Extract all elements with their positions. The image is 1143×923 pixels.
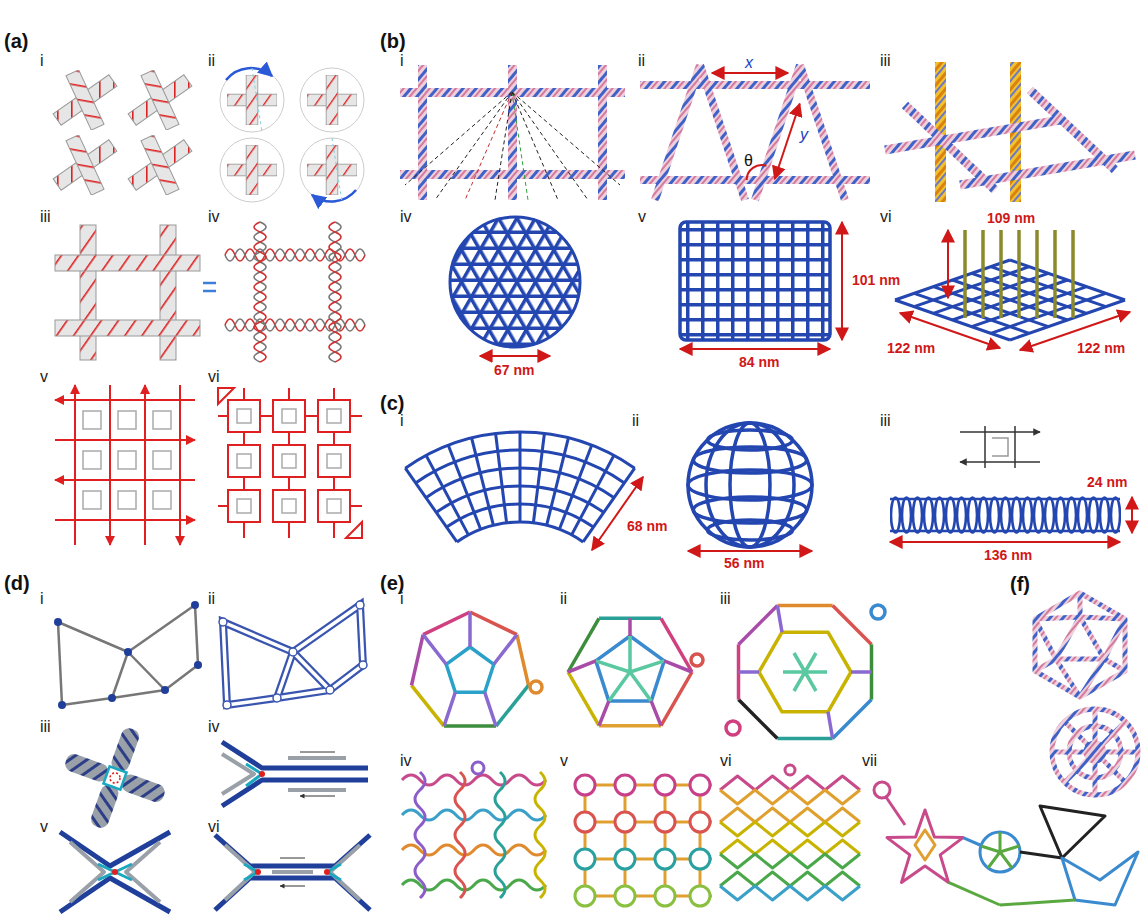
square-mesh bbox=[680, 222, 842, 349]
freeform-mesh bbox=[874, 782, 1138, 905]
tube-lattice bbox=[55, 225, 200, 360]
subpanel-numeral: v bbox=[40, 368, 48, 386]
panel-letter: (c) bbox=[380, 392, 404, 415]
curved-mesh bbox=[405, 432, 634, 542]
subpanel-numeral: iii bbox=[880, 52, 891, 70]
angle-label: θ bbox=[744, 152, 753, 170]
dimension-label: 68 nm bbox=[625, 518, 669, 534]
four-way-strands bbox=[60, 832, 170, 912]
dna-helix-square bbox=[225, 222, 365, 362]
panel-letter: (a) bbox=[4, 30, 28, 53]
subpanel-numeral: vii bbox=[862, 752, 877, 770]
diamond-lattice bbox=[720, 765, 860, 900]
subpanel-numeral: ii bbox=[632, 412, 639, 430]
subpanel-numeral: ii bbox=[208, 52, 215, 70]
helix-crossovers bbox=[53, 70, 192, 195]
icosahedron bbox=[1035, 593, 1125, 697]
dimension-label: 56 nm bbox=[722, 555, 766, 571]
subpanel-numeral: i bbox=[40, 590, 44, 608]
subpanel-numeral: ii bbox=[560, 590, 567, 608]
dimension-label: 122 nm bbox=[885, 340, 937, 356]
panel-letter: (f) bbox=[1010, 573, 1030, 596]
subpanel-numeral: iii bbox=[40, 718, 51, 736]
polygon-mesh bbox=[568, 618, 703, 725]
mesh-outline bbox=[450, 217, 580, 347]
input-graph bbox=[54, 601, 202, 709]
dimension-label: 67 nm bbox=[492, 362, 536, 378]
panel-letter: (d) bbox=[4, 572, 30, 595]
panel-letter: (b) bbox=[380, 30, 406, 53]
joined-junctions bbox=[215, 835, 370, 910]
dimension-arrow bbox=[480, 355, 550, 357]
subpanel-numeral: iii bbox=[40, 208, 51, 226]
subpanel-numeral: v bbox=[638, 208, 646, 226]
strand-routing-grid bbox=[55, 385, 195, 545]
subpanel-numeral: vi bbox=[880, 208, 892, 226]
subpanel-numeral: iii bbox=[720, 590, 731, 608]
subpanel-numeral: i bbox=[40, 52, 44, 70]
variable-label: x bbox=[745, 54, 753, 72]
subpanel-numeral: iv bbox=[208, 208, 220, 226]
subpanel-numeral: iv bbox=[208, 718, 220, 736]
dimension-label: 101 nm bbox=[850, 272, 902, 288]
four-arm-junction bbox=[63, 726, 167, 830]
three-d-mesh bbox=[895, 230, 1130, 350]
polygon-mesh bbox=[412, 612, 543, 726]
stacked-layers bbox=[885, 62, 1135, 202]
polygon-mesh bbox=[726, 605, 885, 739]
tilted-lattice bbox=[640, 65, 870, 200]
dimension-label: 136 nm bbox=[982, 547, 1034, 563]
dimension-arrow bbox=[688, 550, 812, 552]
wireframe-rods bbox=[400, 65, 625, 200]
subpanel-numeral: iv bbox=[400, 752, 412, 770]
dimension-label: 109 nm bbox=[985, 210, 1037, 226]
subpanel-numeral: ii bbox=[638, 52, 645, 70]
dimension-label: 24 nm bbox=[1085, 474, 1129, 490]
subpanel-numeral: vi bbox=[208, 368, 220, 386]
subpanel-numeral: vi bbox=[208, 818, 220, 836]
scaffold-routing-grid bbox=[218, 388, 362, 538]
triangular-mesh bbox=[440, 210, 590, 355]
subpanel-numeral: v bbox=[40, 818, 48, 836]
dimension-label: 122 nm bbox=[1075, 340, 1127, 356]
rotation-circles bbox=[220, 68, 364, 202]
subpanel-numeral: v bbox=[560, 752, 568, 770]
dimension-label: 84 nm bbox=[737, 354, 781, 370]
variable-label: y bbox=[800, 126, 808, 144]
routed-graph bbox=[219, 601, 367, 709]
spherical-mesh bbox=[1052, 709, 1138, 795]
ring-lattice bbox=[575, 775, 712, 906]
subpanel-numeral: iii bbox=[880, 412, 891, 430]
wireframe-sphere bbox=[688, 423, 812, 547]
subpanel-numeral: iv bbox=[400, 208, 412, 226]
subpanel-numeral: i bbox=[400, 412, 404, 430]
coiled-tube bbox=[890, 495, 1132, 542]
routing-schematic bbox=[960, 426, 1040, 468]
subpanel-numeral: vi bbox=[720, 752, 732, 770]
equals-sign bbox=[203, 283, 216, 291]
three-way-strands bbox=[222, 742, 368, 806]
subpanel-numeral: i bbox=[400, 590, 404, 608]
wavy-lattice bbox=[402, 762, 546, 898]
subpanel-numeral: ii bbox=[208, 590, 215, 608]
dimension-arrow bbox=[592, 477, 643, 550]
subpanel-numeral: i bbox=[400, 52, 404, 70]
